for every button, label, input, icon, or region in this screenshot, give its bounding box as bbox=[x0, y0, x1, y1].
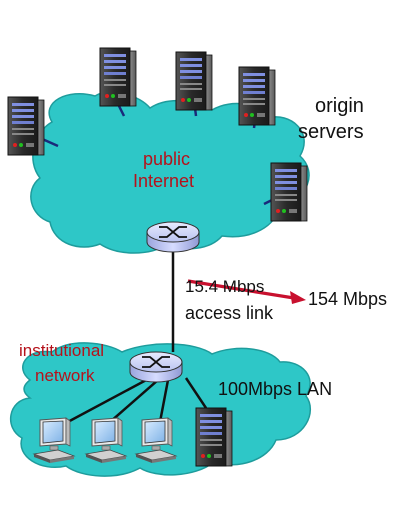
origin-server-icon bbox=[175, 51, 213, 111]
public-internet-label-line1: public bbox=[143, 149, 191, 169]
edge-router-icon bbox=[146, 221, 200, 253]
lan-speed-label: 100Mbps LAN bbox=[218, 379, 333, 399]
origin-server-icon bbox=[238, 66, 276, 126]
public-internet-label-line2: Internet bbox=[133, 171, 195, 191]
access-link-label: access link bbox=[185, 303, 274, 323]
origin-server-icon bbox=[99, 47, 137, 107]
origin-servers-label-line1: origin bbox=[315, 95, 364, 117]
speed-upgrade-arrow bbox=[187, 279, 306, 304]
origin-server-icon bbox=[7, 96, 45, 156]
workstation-icon bbox=[85, 417, 127, 464]
new-access-speed-label: 154 Mbps bbox=[308, 289, 388, 309]
origin-servers-label-line2: servers bbox=[298, 121, 364, 143]
institutional-network-cloud bbox=[9, 342, 312, 477]
workstation-icon bbox=[135, 417, 177, 464]
workstation-icon bbox=[33, 417, 75, 464]
origin-server-icon bbox=[270, 162, 308, 222]
institutional-network-label-line2: network bbox=[35, 366, 95, 385]
lan-links bbox=[63, 376, 208, 426]
old-access-speed-label: 15.4 Mbps bbox=[185, 277, 265, 296]
institutional-router-icon bbox=[129, 351, 183, 383]
institutional-server-icon bbox=[195, 407, 233, 467]
institutional-network-label-line1: institutional bbox=[19, 341, 105, 360]
